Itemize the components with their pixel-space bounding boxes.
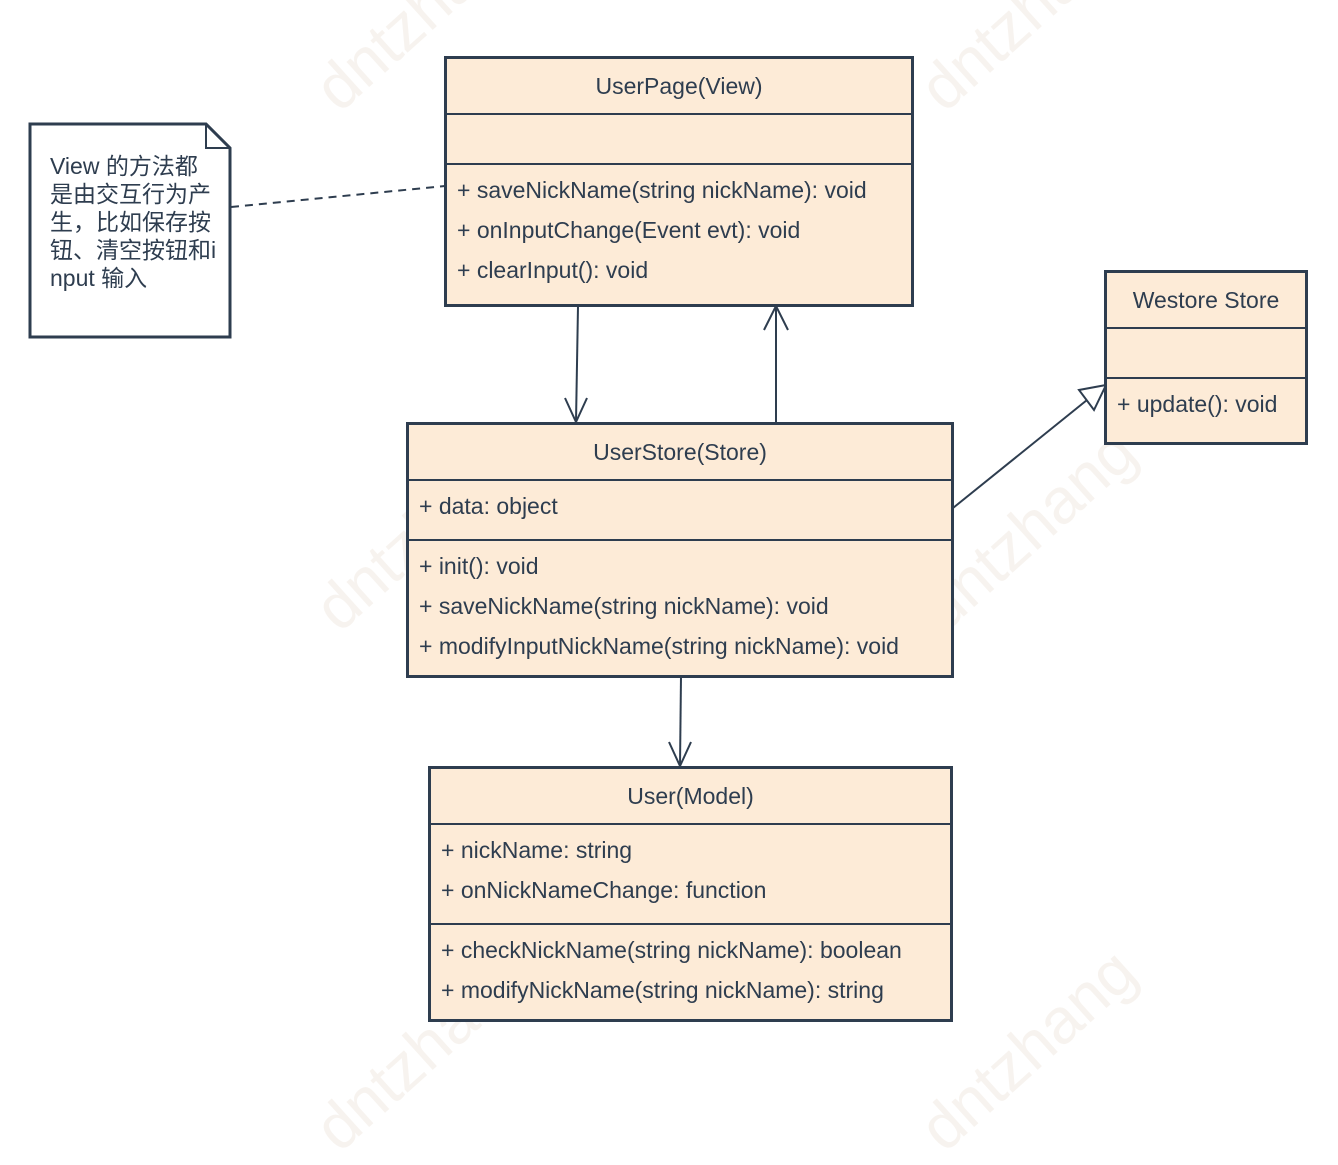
methods-section: + init(): void + saveNickName(string nic… [409,541,951,666]
uml-diagram-canvas: dntzhang dntzhang dntzhang dntzhang dntz… [28,0,1308,1164]
class-user-page: UserPage(View) + saveNickName(string nic… [444,56,914,307]
class-user-model: User(Model) + nickName: string + onNickN… [428,766,953,1022]
class-user-store: UserStore(Store) + data: object + init()… [406,422,954,678]
class-name: User(Model) [431,769,950,825]
attributes-section [1107,329,1305,379]
store-to-model-arrowhead [668,741,692,769]
note-shape [28,122,232,339]
method-row: + init(): void [419,553,539,579]
method-row: + saveNickName(string nickName): void [419,593,829,619]
view-to-store-line [575,305,579,423]
attributes-section: + data: object [409,481,951,541]
class-name: UserPage(View) [447,59,911,115]
store-to-model-line [679,675,682,767]
store-to-view-arrowhead [763,303,789,331]
watermark: dntzhang [905,0,1150,125]
attribute-row: + nickName: string [441,837,633,863]
method-row: + modifyNickName(string nickName): strin… [441,977,884,1003]
note: View 的方法都是由交互行为产生，比如保存按钮、清空按钮和input 输入 [28,122,232,339]
method-row: + saveNickName(string nickName): void [457,177,867,203]
methods-section: + checkNickName(string nickName): boolea… [431,925,950,1010]
view-to-store-arrowhead [564,397,588,425]
attributes-section: + nickName: string + onNickNameChange: f… [431,825,950,925]
class-name: Westore Store [1107,273,1305,329]
method-row: + update(): void [1117,391,1278,417]
attribute-row: + data: object [419,493,558,519]
methods-section: + update(): void [1107,379,1305,424]
class-name: UserStore(Store) [409,425,951,481]
method-row: + modifyInputNickName(string nickName): … [419,633,899,659]
note-link-line [230,185,446,208]
note-text: View 的方法都是由交互行为产生，比如保存按钮、清空按钮和input 输入 [50,153,217,291]
methods-section: + saveNickName(string nickName): void + … [447,165,911,290]
attributes-section [447,115,911,165]
method-row: + checkNickName(string nickName): boolea… [441,937,902,963]
attribute-row: + onNickNameChange: function [441,877,767,903]
class-westore-store: Westore Store + update(): void [1104,270,1308,445]
method-row: + onInputChange(Event evt): void [457,217,801,243]
method-row: + clearInput(): void [457,257,649,283]
generalization-arrowhead [1077,383,1108,412]
